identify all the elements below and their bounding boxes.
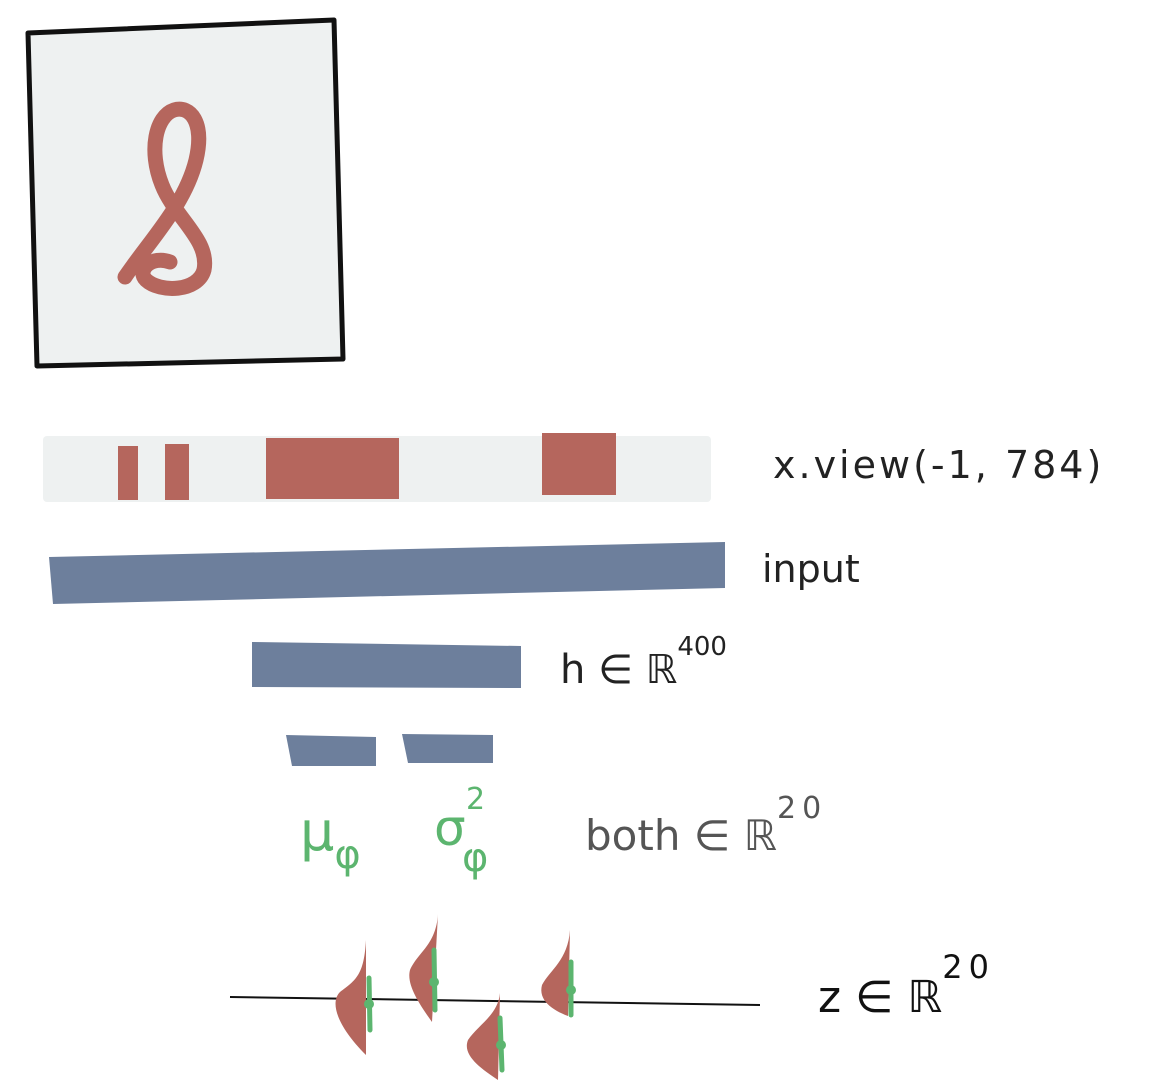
flattened-vector-label: x.view(-1, 784)	[773, 443, 1104, 487]
latent-z-label-exponent: 20	[942, 948, 995, 986]
latent-distribution-4	[541, 930, 576, 1018]
mu-symbol: μ	[300, 800, 334, 863]
input-layer-bar	[49, 542, 725, 604]
sigma-subscript: φ	[462, 835, 488, 881]
flattened-input-vector	[43, 433, 711, 502]
density-curve-3	[466, 993, 500, 1080]
marker-dot-3	[496, 1040, 506, 1050]
density-curve-2	[409, 914, 438, 1022]
hidden-layer-label: h ∈ ℝ400	[560, 632, 727, 693]
density-curve-4	[541, 930, 570, 1016]
input-layer-label: input	[762, 547, 860, 591]
digit-panel	[25, 17, 346, 369]
latent-axis-line	[229, 996, 761, 1006]
handwritten-eight-digit	[117, 101, 213, 296]
latent-z-label-main: z ∈ ℝ	[818, 972, 942, 1023]
marker-dot-4	[566, 985, 576, 995]
sigma-symbol: σ	[434, 799, 466, 857]
pixel-stroke-1	[118, 446, 138, 500]
both-dimension-label: both ∈ ℝ20	[585, 791, 827, 860]
pixel-stroke-3	[266, 438, 399, 499]
sigma-vector-bar	[402, 734, 493, 763]
mu-phi-label: μφ	[300, 800, 361, 878]
latent-distribution-2	[409, 914, 439, 1022]
density-curve-1	[335, 940, 366, 1055]
hidden-layer-bar	[252, 642, 521, 688]
hidden-layer-label-main: h ∈ ℝ	[560, 647, 677, 693]
latent-distribution-1	[335, 940, 374, 1055]
mu-vector-bar	[286, 735, 376, 766]
mu-subscript: φ	[334, 832, 360, 878]
marker-dot-1	[364, 999, 374, 1009]
marker-dot-2	[429, 977, 439, 987]
latent-z-label: z ∈ ℝ20	[818, 948, 995, 1023]
both-label-exponent: 20	[777, 791, 827, 826]
both-label-main: both ∈ ℝ	[585, 811, 777, 860]
latent-distribution-3	[466, 993, 506, 1080]
sigma-superscript: 2	[466, 782, 485, 817]
pixel-stroke-4	[542, 433, 616, 495]
hidden-layer-label-exponent: 400	[677, 632, 727, 662]
sigma-phi-label: σ2 φ	[434, 782, 488, 881]
pixel-stroke-2	[165, 444, 189, 500]
